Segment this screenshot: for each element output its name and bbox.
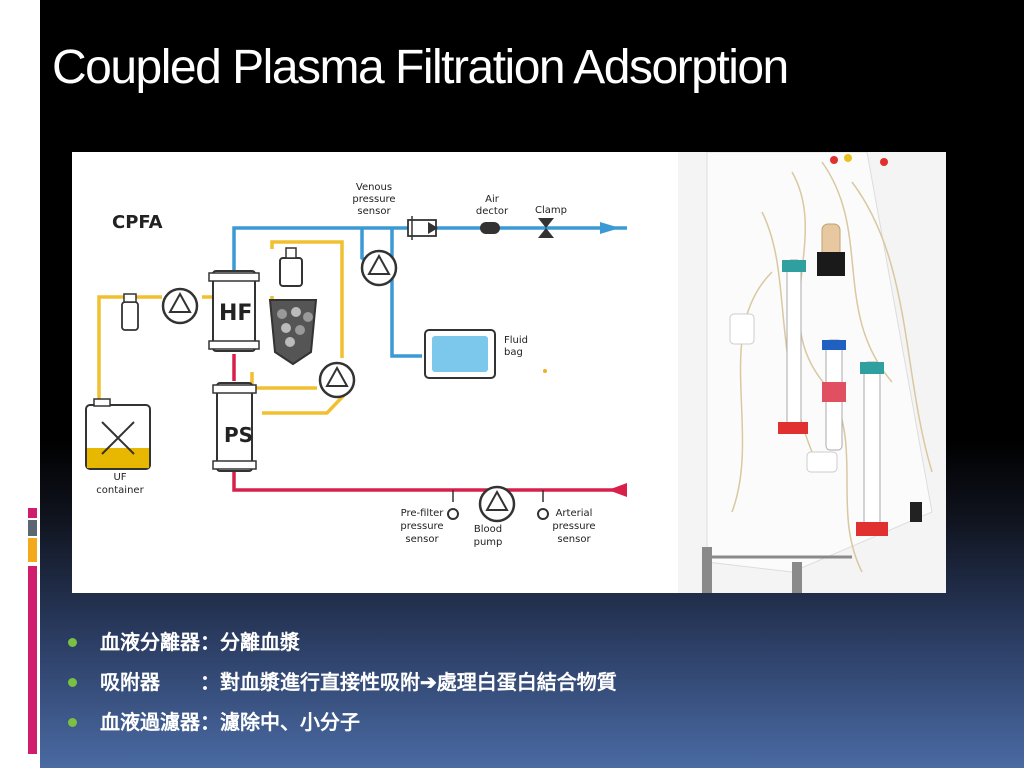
- prefilter-label-2: pressure: [400, 521, 443, 532]
- fluid-bag-label-1: Fluid: [504, 335, 528, 346]
- venous-pressure-sensor-connector: [407, 216, 438, 240]
- ps-separator: [212, 382, 257, 472]
- cpfa-figure-panel: HF PS: [72, 152, 946, 593]
- bullet-text: 血液分離器：分離血漿: [100, 630, 300, 654]
- accent-bar-gray: [28, 520, 37, 536]
- air-detector-icon: [480, 222, 500, 234]
- accent-bar-magenta-long: [28, 566, 37, 754]
- bullet-text: 吸附器 ：對血漿進行直接性吸附➔處理白蛋白結合物質: [100, 670, 617, 694]
- hf-label: HF: [219, 301, 252, 326]
- prefilter-label-3: sensor: [405, 534, 439, 545]
- blood-pump-label-1: Blood: [474, 524, 502, 535]
- venous-sensor-label-3: sensor: [357, 206, 391, 217]
- venous-sensor-label-2: pressure: [352, 194, 395, 205]
- arterial-label-1: Arterial: [556, 508, 593, 519]
- hf-filter: [208, 270, 260, 352]
- venous-sensor-label-1: Venous: [356, 182, 392, 193]
- uf-container-label-2: container: [96, 485, 144, 496]
- arterial-label-3: sensor: [557, 534, 591, 545]
- title-deco-bar: [30, 60, 33, 116]
- uf-pump: [161, 287, 199, 325]
- slide-title: Coupled Plasma Filtration Adsorption: [52, 41, 789, 94]
- title-deco-bar: [24, 60, 28, 116]
- adsorber-cartridge: [268, 299, 318, 366]
- blue-flow-arrow: [600, 222, 620, 234]
- title-deco-bar: [35, 60, 37, 116]
- drip-chamber: [279, 247, 303, 287]
- uf-container: [85, 398, 151, 470]
- clamp-label: Clamp: [535, 205, 567, 216]
- uf-drip-chamber: [121, 293, 139, 331]
- air-detector-label-2: dector: [476, 206, 509, 217]
- bullet-item: 血液過濾器：濾除中、小分子: [64, 702, 617, 742]
- bullet-item: 血液分離器：分離血漿: [64, 622, 617, 662]
- fluid-bag-label-2: bag: [504, 347, 523, 358]
- bullet-dot-icon: [68, 718, 77, 727]
- prefilter-label-1: Pre-filter: [401, 508, 445, 519]
- uf-container-label-1: UF: [113, 472, 126, 483]
- bullet-list: 血液分離器：分離血漿 吸附器 ：對血漿進行直接性吸附➔處理白蛋白結合物質 血液過…: [64, 622, 617, 742]
- fluid-bag: [424, 329, 496, 379]
- clamp-icon: [538, 218, 554, 238]
- replacement-pump: [360, 249, 398, 287]
- blood-pump-label-2: pump: [474, 537, 503, 548]
- stray-dot: [543, 369, 547, 373]
- arterial-sensor-icon: [537, 508, 549, 520]
- bullet-text: 血液過濾器：濾除中、小分子: [100, 710, 360, 734]
- arterial-label-2: pressure: [552, 521, 595, 532]
- plasma-pump: [318, 361, 356, 399]
- bullet-item: 吸附器 ：對血漿進行直接性吸附➔處理白蛋白結合物質: [64, 662, 617, 702]
- accent-bar-magenta: [28, 508, 37, 518]
- accent-bar-yellow: [28, 538, 37, 562]
- bullet-dot-icon: [68, 678, 77, 687]
- machine-photo: [678, 152, 946, 593]
- prefilter-sensor-icon: [447, 508, 459, 520]
- ps-label: PS: [224, 423, 253, 447]
- air-detector-label-1: Air: [485, 194, 500, 205]
- title-deco-bar: [18, 60, 23, 116]
- cpfa-circuit-diagram: HF PS: [85, 152, 946, 593]
- blood-pump: [478, 485, 516, 523]
- cpfa-label: CPFA: [112, 212, 163, 233]
- red-flow-arrow: [608, 483, 627, 497]
- bullet-dot-icon: [68, 638, 77, 647]
